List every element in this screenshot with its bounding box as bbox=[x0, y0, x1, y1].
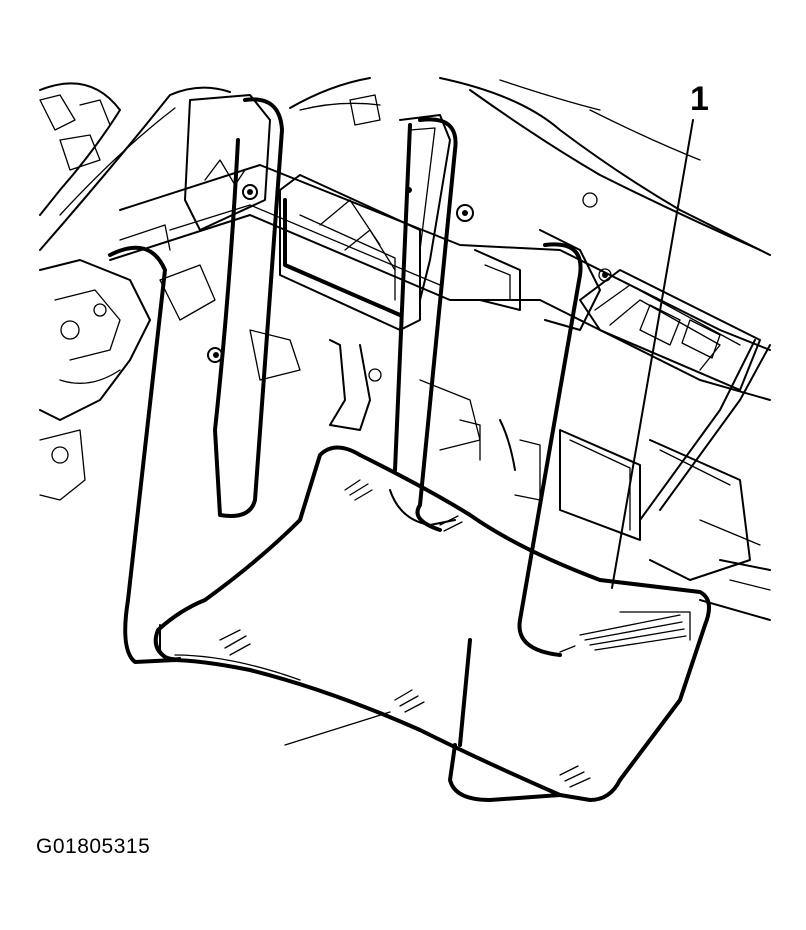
figure-id: G01805315 bbox=[36, 835, 151, 858]
instrument-panel-structure bbox=[39, 77, 771, 621]
callout-leader-line bbox=[611, 119, 694, 589]
callout-number: 1 bbox=[690, 80, 709, 118]
wiring-harness bbox=[108, 97, 711, 802]
